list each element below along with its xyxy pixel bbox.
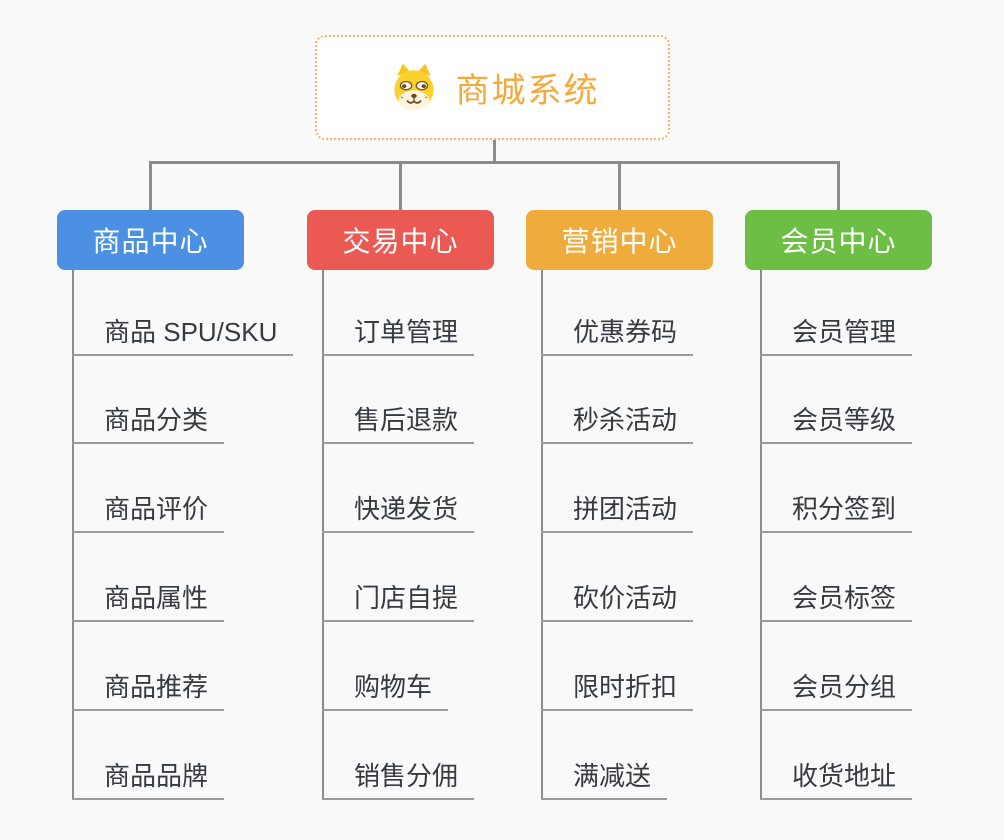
topic-item[interactable]: 销售分佣 <box>322 758 475 800</box>
branch-node-trade-center[interactable]: 交易中心 <box>307 210 494 270</box>
connector-drop-product-center <box>149 163 152 210</box>
connector-trunk-member-center <box>760 270 762 800</box>
connector-drop-marketing-center <box>618 163 621 210</box>
topic-item[interactable]: 会员标签 <box>760 580 913 622</box>
topic-item[interactable]: 门店自提 <box>322 580 475 622</box>
topic-item[interactable]: 商品属性 <box>72 580 225 622</box>
topic-item[interactable]: 会员分组 <box>760 669 913 711</box>
connector-horizontal-bus <box>149 161 840 164</box>
connector-drop-trade-center <box>399 163 402 210</box>
topic-item[interactable]: 商品 SPU/SKU <box>72 314 294 356</box>
connector-trunk-trade-center <box>322 270 324 800</box>
topic-item[interactable]: 会员管理 <box>760 314 913 356</box>
connector-drop-member-center <box>837 163 840 210</box>
connector-trunk-marketing-center <box>541 270 543 800</box>
topic-item[interactable]: 优惠券码 <box>541 314 694 356</box>
topic-item[interactable]: 满减送 <box>541 758 668 800</box>
topic-item[interactable]: 商品推荐 <box>72 669 225 711</box>
branch-node-member-center[interactable]: 会员中心 <box>745 210 932 270</box>
topic-item[interactable]: 售后退款 <box>322 402 475 444</box>
topic-item[interactable]: 订单管理 <box>322 314 475 356</box>
topic-item[interactable]: 会员等级 <box>760 402 913 444</box>
topic-item[interactable]: 快递发货 <box>322 491 475 533</box>
topic-item[interactable]: 砍价活动 <box>541 580 694 622</box>
topic-item[interactable]: 秒杀活动 <box>541 402 694 444</box>
connector-root-stub <box>493 140 496 163</box>
root-node-mall-system[interactable]: 商城系统 <box>315 35 670 140</box>
topic-item[interactable]: 限时折扣 <box>541 669 694 711</box>
topic-item[interactable]: 收货地址 <box>760 758 913 800</box>
topic-item[interactable]: 商品评价 <box>72 491 225 533</box>
connector-trunk-product-center <box>72 270 74 800</box>
branch-node-marketing-center[interactable]: 营销中心 <box>526 210 713 270</box>
branch-node-product-center[interactable]: 商品中心 <box>57 210 244 270</box>
shiba-dog-icon <box>393 63 434 110</box>
topic-item[interactable]: 商品分类 <box>72 402 225 444</box>
topic-item[interactable]: 购物车 <box>322 669 449 711</box>
topic-item[interactable]: 商品品牌 <box>72 758 225 800</box>
topic-item[interactable]: 积分签到 <box>760 491 913 533</box>
root-node-title: 商城系统 <box>455 72 600 110</box>
topic-item[interactable]: 拼团活动 <box>541 491 694 533</box>
